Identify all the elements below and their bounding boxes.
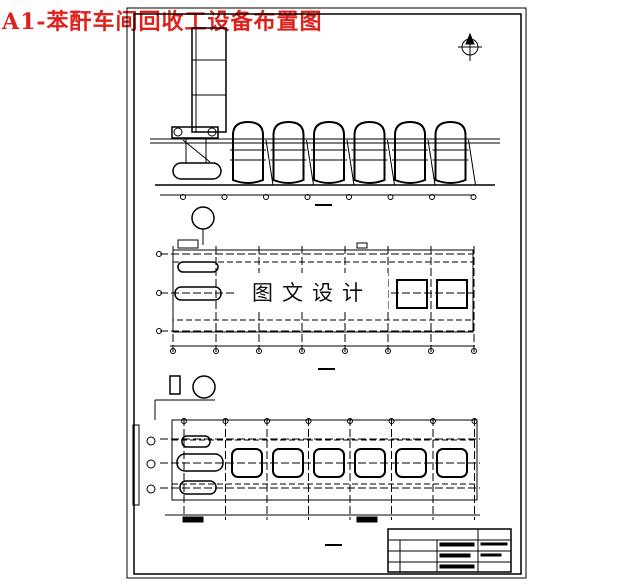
reactor-plan bbox=[231, 448, 263, 478]
grid-bubble bbox=[346, 194, 352, 200]
reactor-elevation bbox=[392, 120, 436, 186]
reactor-elevation bbox=[270, 120, 314, 186]
column-base bbox=[171, 126, 219, 139]
reactor-plan bbox=[436, 448, 468, 478]
grid-bubble bbox=[256, 348, 262, 354]
square-tank-1 bbox=[396, 279, 428, 309]
grid-bubble bbox=[429, 194, 435, 200]
grid-bubble bbox=[342, 348, 348, 354]
plan-view-upper bbox=[156, 206, 477, 370]
grid-bubble bbox=[471, 348, 477, 354]
grid-bubble bbox=[347, 418, 353, 424]
horizontal-drum-2 bbox=[176, 453, 224, 472]
grid-bubble bbox=[385, 348, 391, 354]
north-arrow-icon bbox=[458, 32, 482, 61]
grid-bubble bbox=[428, 348, 434, 354]
grid-bubble bbox=[170, 348, 176, 354]
grid-bubble bbox=[156, 251, 162, 257]
elevation-view bbox=[150, 27, 500, 206]
grid-bubble bbox=[299, 348, 305, 354]
plan-view-lower bbox=[132, 375, 480, 546]
title-block bbox=[387, 528, 512, 573]
grid-bubble bbox=[305, 418, 312, 424]
absorption-column bbox=[191, 27, 227, 133]
grid-bubble bbox=[222, 418, 229, 424]
grid-bubble bbox=[304, 194, 311, 200]
reactor-plan bbox=[395, 448, 427, 478]
reactor-elevation bbox=[230, 120, 274, 186]
condenser-vessel bbox=[172, 162, 222, 180]
reactor-elevation bbox=[351, 120, 395, 186]
grid-bubble bbox=[470, 194, 477, 200]
reactor-plan bbox=[313, 448, 345, 478]
grid-bubble bbox=[221, 194, 228, 200]
grid-bubble bbox=[387, 194, 394, 200]
grid-bubble bbox=[213, 348, 219, 354]
inner-frame bbox=[133, 13, 522, 575]
reactor-elevation bbox=[311, 120, 355, 186]
outer-frame bbox=[126, 7, 527, 579]
horizontal-tank-2 bbox=[174, 286, 222, 301]
grid-bubble bbox=[264, 418, 270, 424]
grid-bubble bbox=[263, 194, 269, 200]
reactor-plan bbox=[354, 448, 386, 478]
grid-bubble bbox=[156, 328, 162, 334]
grid-bubble bbox=[471, 418, 478, 424]
horizontal-tank-1 bbox=[177, 261, 219, 273]
horizontal-drum-3 bbox=[179, 480, 217, 495]
grid-bubble bbox=[388, 418, 395, 424]
grid-bubble bbox=[156, 290, 162, 296]
grid-bubble bbox=[180, 194, 186, 200]
reactor-plan bbox=[272, 448, 304, 478]
square-tank-2 bbox=[436, 279, 468, 309]
lower-round-tank bbox=[192, 375, 216, 399]
reactor-elevation bbox=[432, 120, 476, 186]
grid-bubble bbox=[430, 418, 436, 424]
grid-bubble bbox=[181, 418, 187, 424]
horizontal-drum-1 bbox=[181, 435, 211, 448]
upper-round-tank bbox=[191, 206, 215, 230]
watermark-text: 图文设计 bbox=[236, 273, 388, 311]
